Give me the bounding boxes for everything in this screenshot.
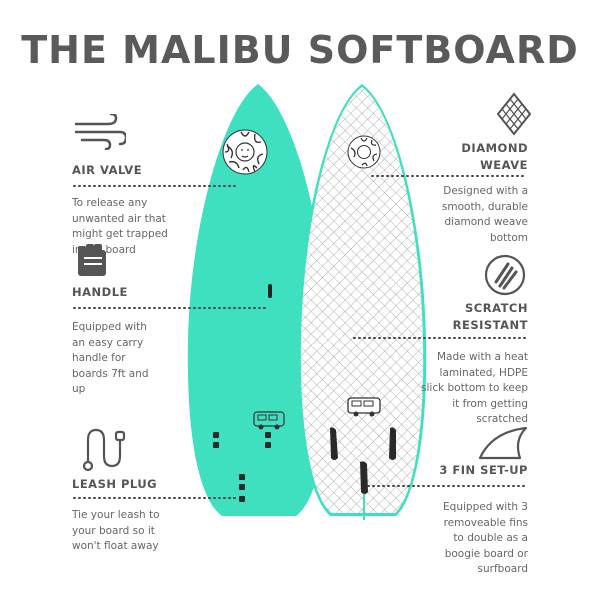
fin-plugs <box>213 432 271 502</box>
diamond-weave-icon <box>496 92 532 136</box>
handle-label: HANDLE <box>72 285 128 299</box>
leash-plug-label: LEASH PLUG <box>72 477 158 491</box>
fist-icon <box>78 244 106 276</box>
callout-lines <box>73 175 527 499</box>
page-title: THE MALIBU SOFTBOARD <box>21 28 579 72</box>
handle-slot <box>268 284 272 298</box>
scratch-resistant-label-2: RESISTANT <box>452 318 528 332</box>
fin-setup-desc: Equipped with 3 removeable fins to doubl… <box>443 501 528 575</box>
diamond-weave-label-1: DIAMOND <box>461 141 528 155</box>
handle-desc: Equipped with an easy carry handle for b… <box>72 321 149 395</box>
board-top-deck <box>187 84 329 516</box>
scratch-resistant-label-1: SCRATCH <box>465 301 528 315</box>
board-bottom-weave <box>300 87 424 513</box>
lion-logo-bottom-icon <box>347 135 381 169</box>
wind-icon <box>74 114 126 150</box>
diamond-weave-desc: Designed with a smooth, durable diamond … <box>441 185 528 244</box>
fin-icon <box>478 426 528 460</box>
lion-logo-icon <box>222 129 268 175</box>
leash-plug-desc: Tie your leash to your board so it won't… <box>72 509 160 552</box>
scratch-icon <box>484 254 526 296</box>
air-valve-label: AIR VALVE <box>72 163 143 177</box>
diamond-weave-label-2: WEAVE <box>480 158 528 172</box>
leash-icon <box>82 428 126 472</box>
fin-setup-label: 3 FIN SET-UP <box>439 463 528 477</box>
fins <box>330 427 396 520</box>
van-logo-bottom-icon <box>347 397 381 417</box>
van-logo-icon <box>253 411 285 430</box>
scratch-resistant-desc: Made with a heat laminated, HDPE slick b… <box>421 351 528 425</box>
